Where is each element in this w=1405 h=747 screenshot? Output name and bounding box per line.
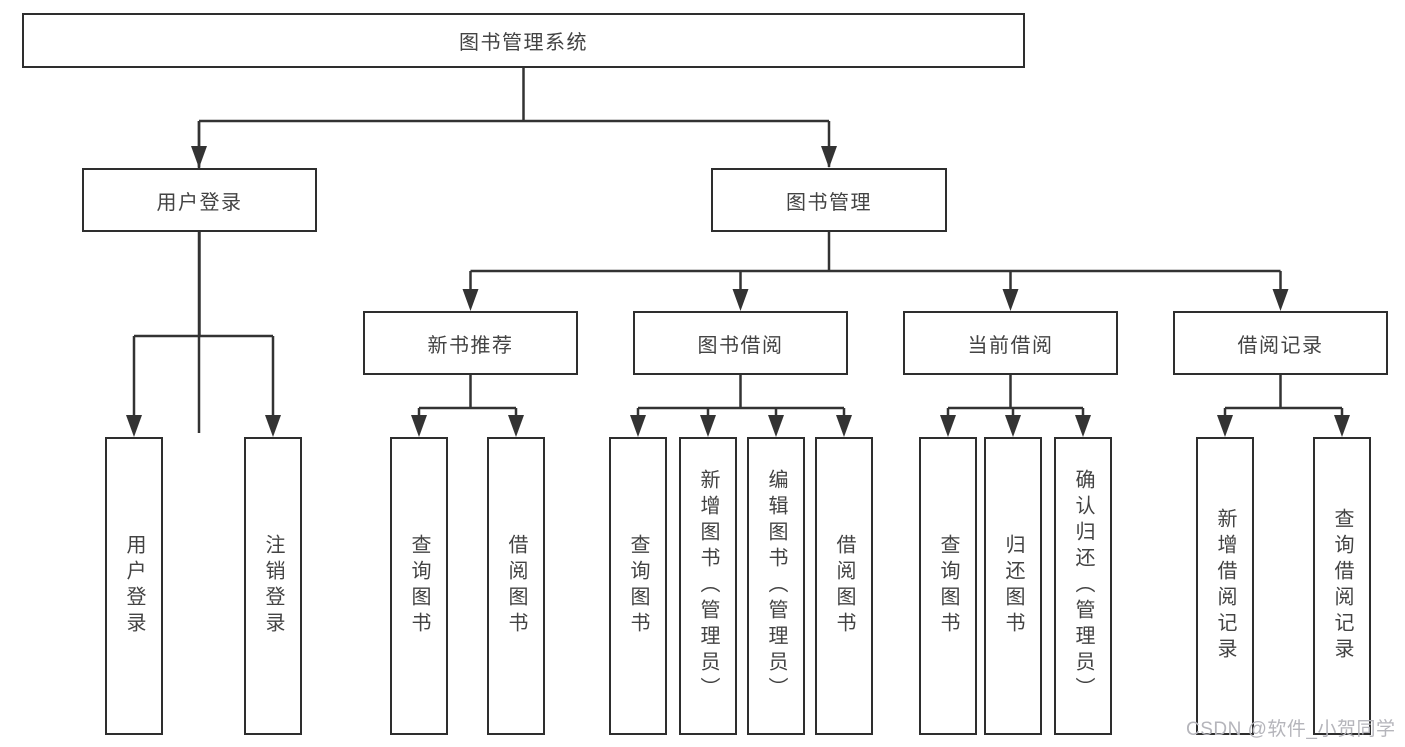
- node-label: 新书推荐: [427, 334, 514, 357]
- leaf-user-login: 用户登录: [105, 437, 163, 735]
- leaf-label: 新增借阅记录: [1214, 508, 1236, 664]
- leaf-query-books-current: 查询图书: [919, 437, 977, 735]
- node-label: 用户登录: [156, 191, 243, 214]
- leaf-label: 查询图书: [937, 534, 959, 638]
- node-label: 图书管理: [786, 191, 872, 214]
- leaf-edit-books-admin: 编辑图书（管理员）: [747, 437, 805, 735]
- leaf-label: 注销登录: [262, 534, 284, 638]
- node-library-management-system: 图书管理系统: [22, 13, 1025, 68]
- leaf-label: 新增图书（管理员）: [697, 469, 719, 703]
- node-borrow-records: 借阅记录: [1173, 311, 1388, 375]
- node-book-borrow: 图书借阅: [633, 311, 848, 375]
- connector-user-login-children: [132, 232, 275, 433]
- leaf-add-books-admin: 新增图书（管理员）: [679, 437, 737, 735]
- node-label: 图书管理系统: [459, 32, 588, 54]
- leaf-label: 确认归还（管理员）: [1072, 469, 1094, 703]
- leaf-confirm-return-admin: 确认归还（管理员）: [1054, 437, 1112, 735]
- connector-borrow-records-children: [1223, 375, 1344, 433]
- leaf-label: 归还图书: [1002, 534, 1024, 638]
- connector-book-borrow-children: [636, 375, 846, 433]
- connector-root-to-level2: [197, 68, 831, 433]
- watermark: CSDN @软件_小贺同学: [1186, 719, 1396, 740]
- leaf-return-books: 归还图书: [984, 437, 1042, 735]
- leaf-query-books-recommend: 查询图书: [390, 437, 448, 735]
- leaf-borrow-books: 借阅图书: [815, 437, 873, 735]
- leaf-borrow-books-recommend: 借阅图书: [487, 437, 545, 735]
- node-book-management: 图书管理: [711, 168, 947, 232]
- leaf-label: 查询图书: [408, 534, 430, 638]
- leaf-add-borrow-record: 新增借阅记录: [1196, 437, 1254, 735]
- leaf-label: 用户登录: [123, 534, 145, 638]
- leaf-label: 查询借阅记录: [1331, 508, 1353, 664]
- node-label: 借阅记录: [1237, 334, 1324, 357]
- node-current-borrow: 当前借阅: [903, 311, 1118, 375]
- leaf-query-borrow-record: 查询借阅记录: [1313, 437, 1371, 735]
- leaf-label: 借阅图书: [833, 534, 855, 638]
- node-new-book-recommend: 新书推荐: [363, 311, 578, 375]
- node-label: 图书借阅: [697, 334, 784, 357]
- node-user-login: 用户登录: [82, 168, 317, 232]
- connector-book-mgmt-children: [469, 232, 1282, 307]
- leaf-logout: 注销登录: [244, 437, 302, 735]
- leaf-label: 借阅图书: [505, 534, 527, 638]
- arrowheads: [126, 146, 1350, 437]
- leaf-label: 编辑图书（管理员）: [765, 469, 787, 703]
- node-label: 当前借阅: [967, 334, 1054, 357]
- leaf-label: 查询图书: [627, 534, 649, 638]
- leaf-query-books-borrow: 查询图书: [609, 437, 667, 735]
- connector-new-book-children: [417, 375, 518, 433]
